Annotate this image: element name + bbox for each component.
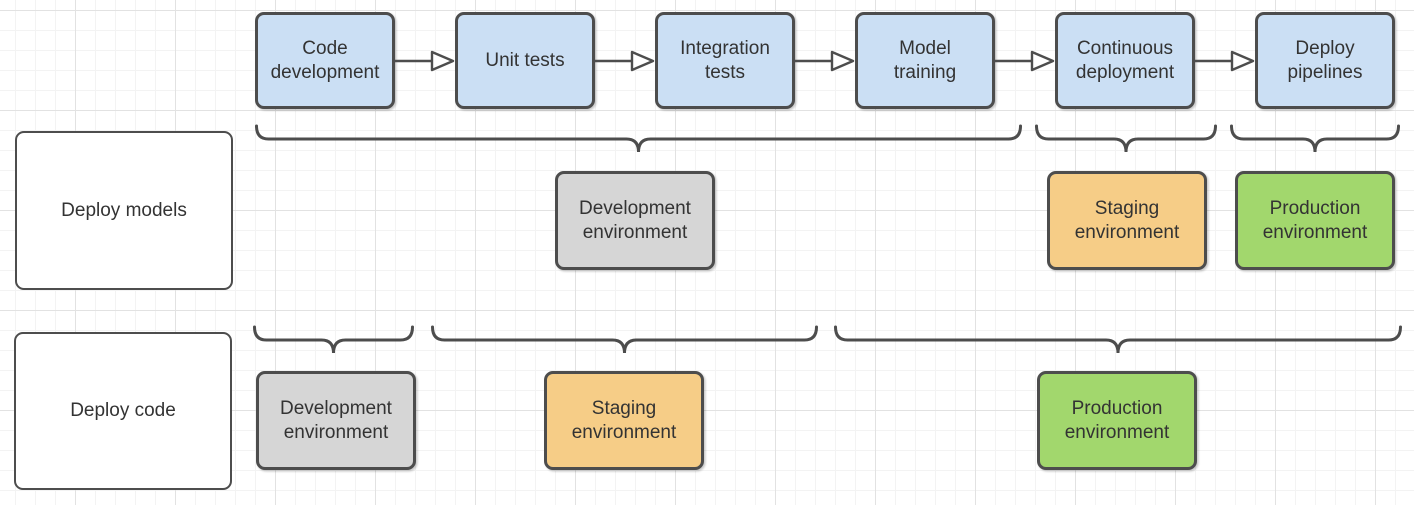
pipeline-step-label: Integration tests <box>680 37 770 83</box>
brace-deploy-code-development[interactable] <box>253 325 414 355</box>
env-label: Development environment <box>579 197 691 243</box>
row-label-deploy-models[interactable]: Deploy models <box>15 131 233 290</box>
env-box-models-development[interactable]: Development environment <box>555 171 715 270</box>
pipeline-step-integration-tests[interactable]: Integration tests <box>655 12 795 109</box>
brace-deploy-models-production[interactable] <box>1230 124 1400 154</box>
brace-deploy-code-staging[interactable] <box>431 325 818 355</box>
pipeline-step-deploy-pipelines[interactable]: Deploy pipelines <box>1255 12 1395 109</box>
arrow-connector[interactable] <box>395 50 455 72</box>
pipeline-step-code-development[interactable]: Code development <box>255 12 395 109</box>
arrow-connector[interactable] <box>995 50 1055 72</box>
env-box-code-development[interactable]: Development environment <box>256 371 416 470</box>
arrow-connector[interactable] <box>595 50 655 72</box>
env-label: Staging environment <box>1074 197 1180 243</box>
env-box-code-production[interactable]: Production environment <box>1037 371 1197 470</box>
arrow-connector[interactable] <box>1195 50 1255 72</box>
row-label: Deploy models <box>61 199 187 221</box>
brace-deploy-code-production[interactable] <box>834 325 1402 355</box>
brace-deploy-models-staging[interactable] <box>1035 124 1217 154</box>
brace-deploy-models-development[interactable] <box>255 124 1022 154</box>
pipeline-step-label: Model training <box>893 37 957 83</box>
env-box-models-production[interactable]: Production environment <box>1235 171 1395 270</box>
arrow-connector[interactable] <box>795 50 855 72</box>
row-label-deploy-code[interactable]: Deploy code <box>14 332 232 490</box>
pipeline-step-unit-tests[interactable]: Unit tests <box>455 12 595 109</box>
pipeline-step-continuous-deployment[interactable]: Continuous deployment <box>1055 12 1195 109</box>
pipeline-step-label: Continuous deployment <box>1075 37 1175 83</box>
pipeline-step-label: Unit tests <box>485 49 565 71</box>
env-label: Production environment <box>1262 197 1368 243</box>
env-box-code-staging[interactable]: Staging environment <box>544 371 704 470</box>
env-box-models-staging[interactable]: Staging environment <box>1047 171 1207 270</box>
env-label: Staging environment <box>571 397 677 443</box>
env-label: Development environment <box>280 397 392 443</box>
env-label: Production environment <box>1064 397 1170 443</box>
pipeline-step-model-training[interactable]: Model training <box>855 12 995 109</box>
pipeline-step-label: Deploy pipelines <box>1287 37 1363 83</box>
row-label: Deploy code <box>70 400 176 421</box>
pipeline-step-label: Code development <box>270 37 380 83</box>
